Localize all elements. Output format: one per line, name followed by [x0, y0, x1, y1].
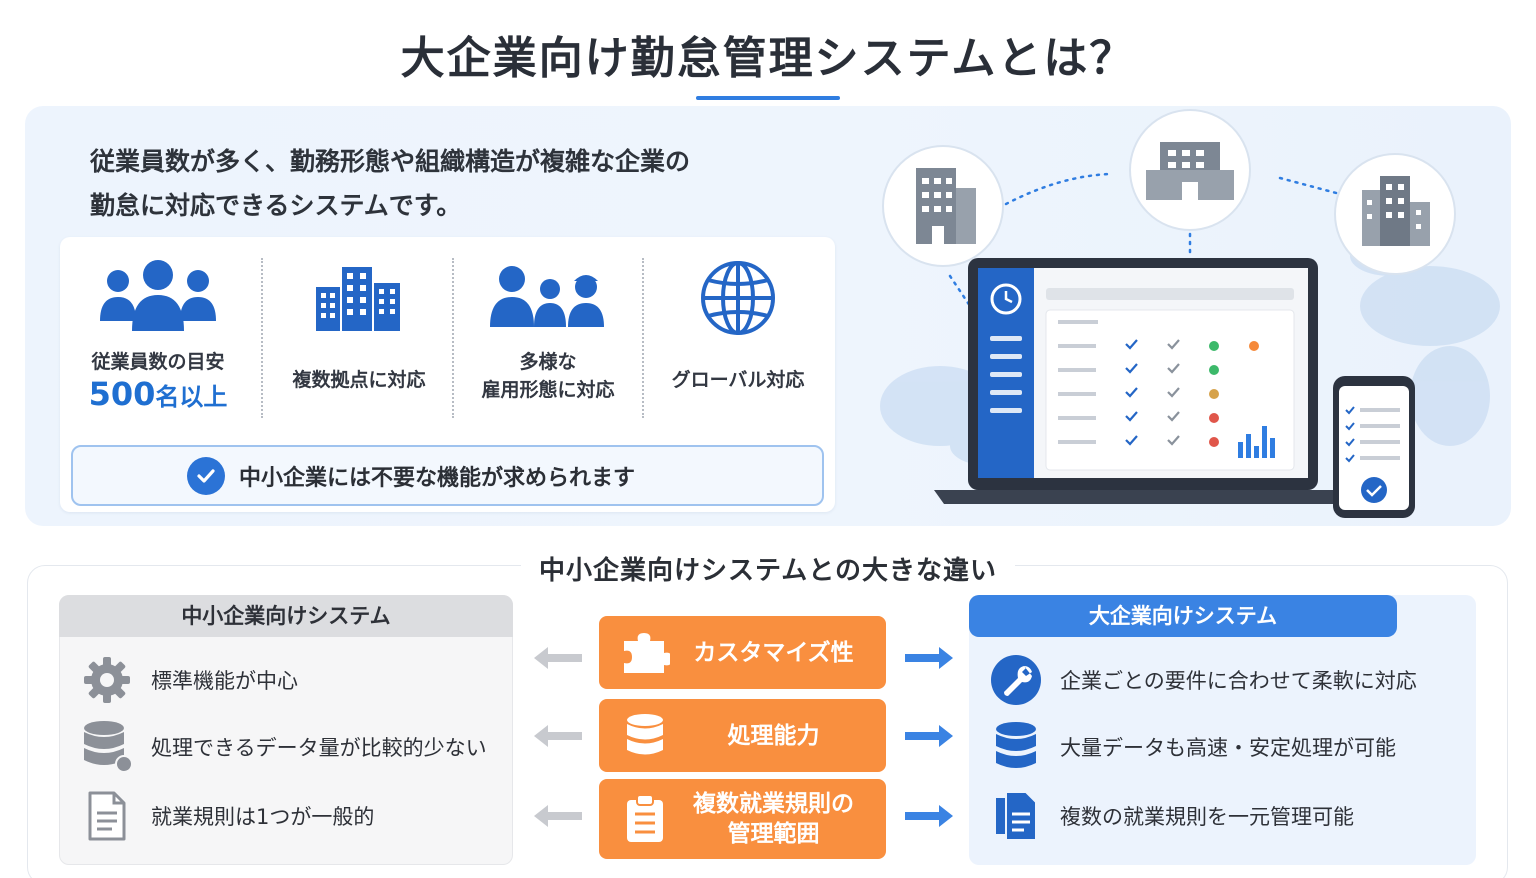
sme-item-text: 処理できるデータ量が比較的少ない [151, 736, 487, 760]
database-icon [79, 719, 135, 775]
arrow-left-icon [534, 647, 582, 669]
buildings-icon [264, 258, 454, 338]
enterprise-panel [969, 595, 1476, 865]
system-illustration [880, 109, 1500, 518]
feature-label: グローバル対応 [671, 369, 805, 391]
enterprise-item: 複数の就業規則を一元管理可能 [988, 788, 1354, 844]
laptop-icon [934, 258, 1352, 504]
title-underline [696, 96, 840, 100]
criterion-work-rules: 複数就業規則の 管理範囲 [599, 779, 886, 859]
intro-line-1: 従業員数が多く、勤務形態や組織構造が複雑な企業の [90, 147, 691, 176]
criterion-customizability: カスタマイズ性 [599, 616, 886, 689]
smartphone-icon [1333, 376, 1415, 518]
feature-label: 多様な 雇用形態に対応 [453, 348, 643, 404]
enterprise-item-text: 複数の就業規則を一元管理可能 [1060, 805, 1354, 829]
globe-icon [643, 258, 833, 338]
feature-employees: 従業員数の目安 500名以上 [63, 258, 253, 428]
arrow-left-icon [534, 805, 582, 827]
feature-divider [642, 258, 644, 418]
comparison-title-wrap: 中小企業向けシステムとの大きな違い [0, 550, 1536, 587]
sme-panel [59, 595, 513, 865]
sme-item-text: 就業規則は1つが一般的 [151, 805, 375, 829]
documents-icon [988, 788, 1044, 844]
sme-item: 就業規則は1つが一般的 [79, 788, 374, 844]
page-title: 大企業向け勤怠管理システムとは？ [400, 33, 1136, 84]
comparison-title: 中小企業向けシステムとの大きな違い [521, 556, 1015, 586]
feature-label-line-2: 雇用形態に対応 [481, 379, 615, 401]
feature-divider [452, 258, 454, 418]
sme-item-text: 標準機能が中心 [151, 669, 298, 693]
building-center-icon [1129, 109, 1251, 231]
criterion-processing: 処理能力 [599, 699, 886, 772]
feature-locations: 複数拠点に対応 [264, 258, 454, 428]
criterion-label: 処理能力 [727, 722, 820, 749]
diverse-workers-icon [453, 258, 643, 338]
notice-bar: 中小企業には不要な機能が求められます [71, 445, 824, 506]
document-icon [79, 788, 135, 844]
enterprise-item-text: 企業ごとの要件に合わせて柔軟に対応 [1060, 669, 1417, 693]
check-circle-icon [187, 456, 225, 495]
sme-item: 処理できるデータ量が比較的少ない [79, 719, 487, 775]
employee-count-unit: 名以上 [155, 383, 228, 411]
feature-divider [261, 258, 263, 418]
arrow-right-icon [905, 725, 953, 747]
criterion-label-line-1: 複数就業規則の [693, 791, 854, 817]
arrow-left-icon [534, 725, 582, 747]
enterprise-item: 企業ごとの要件に合わせて柔軟に対応 [988, 652, 1417, 708]
gear-icon [79, 652, 135, 708]
database-icon [615, 713, 675, 759]
feature-employment-types: 多様な 雇用形態に対応 [453, 258, 643, 428]
sme-title: 中小企業向けシステム [59, 595, 513, 637]
employee-count: 500名以上 [63, 376, 253, 415]
criterion-label-line-2: 管理範囲 [727, 821, 820, 847]
feature-global: グローバル対応 [643, 258, 833, 428]
database-icon [988, 719, 1044, 775]
clipboard-icon [615, 794, 675, 844]
employee-count-number: 500 [88, 375, 156, 413]
enterprise-item: 大量データも高速・安定処理が可能 [988, 719, 1396, 775]
building-right-icon [1334, 153, 1456, 275]
enterprise-item-text: 大量データも高速・安定処理が可能 [1060, 736, 1396, 760]
feature-label: 複数拠点に対応 [292, 369, 426, 391]
feature-label-line-1: 多様な [519, 351, 577, 373]
building-left-icon [882, 145, 1004, 267]
feature-label: 従業員数の目安 [91, 351, 225, 373]
intro-line-2: 勤怠に対応できるシステムです。 [90, 191, 462, 220]
criterion-label: カスタマイズ性 [693, 639, 854, 666]
intro-text: 従業員数が多く、勤務形態や組織構造が複雑な企業の 勤怠に対応できるシステムです。 [90, 140, 830, 228]
people-group-icon [63, 258, 253, 338]
criterion-label: 複数就業規則の 管理範囲 [675, 789, 886, 849]
puzzle-icon [615, 631, 675, 675]
enterprise-title: 大企業向けシステム [969, 595, 1397, 637]
wrench-icon [988, 652, 1044, 708]
arrow-right-icon [905, 647, 953, 669]
sme-item: 標準機能が中心 [79, 652, 298, 708]
arrow-right-icon [905, 805, 953, 827]
notice-text: 中小企業には不要な機能が求められます [239, 465, 636, 491]
